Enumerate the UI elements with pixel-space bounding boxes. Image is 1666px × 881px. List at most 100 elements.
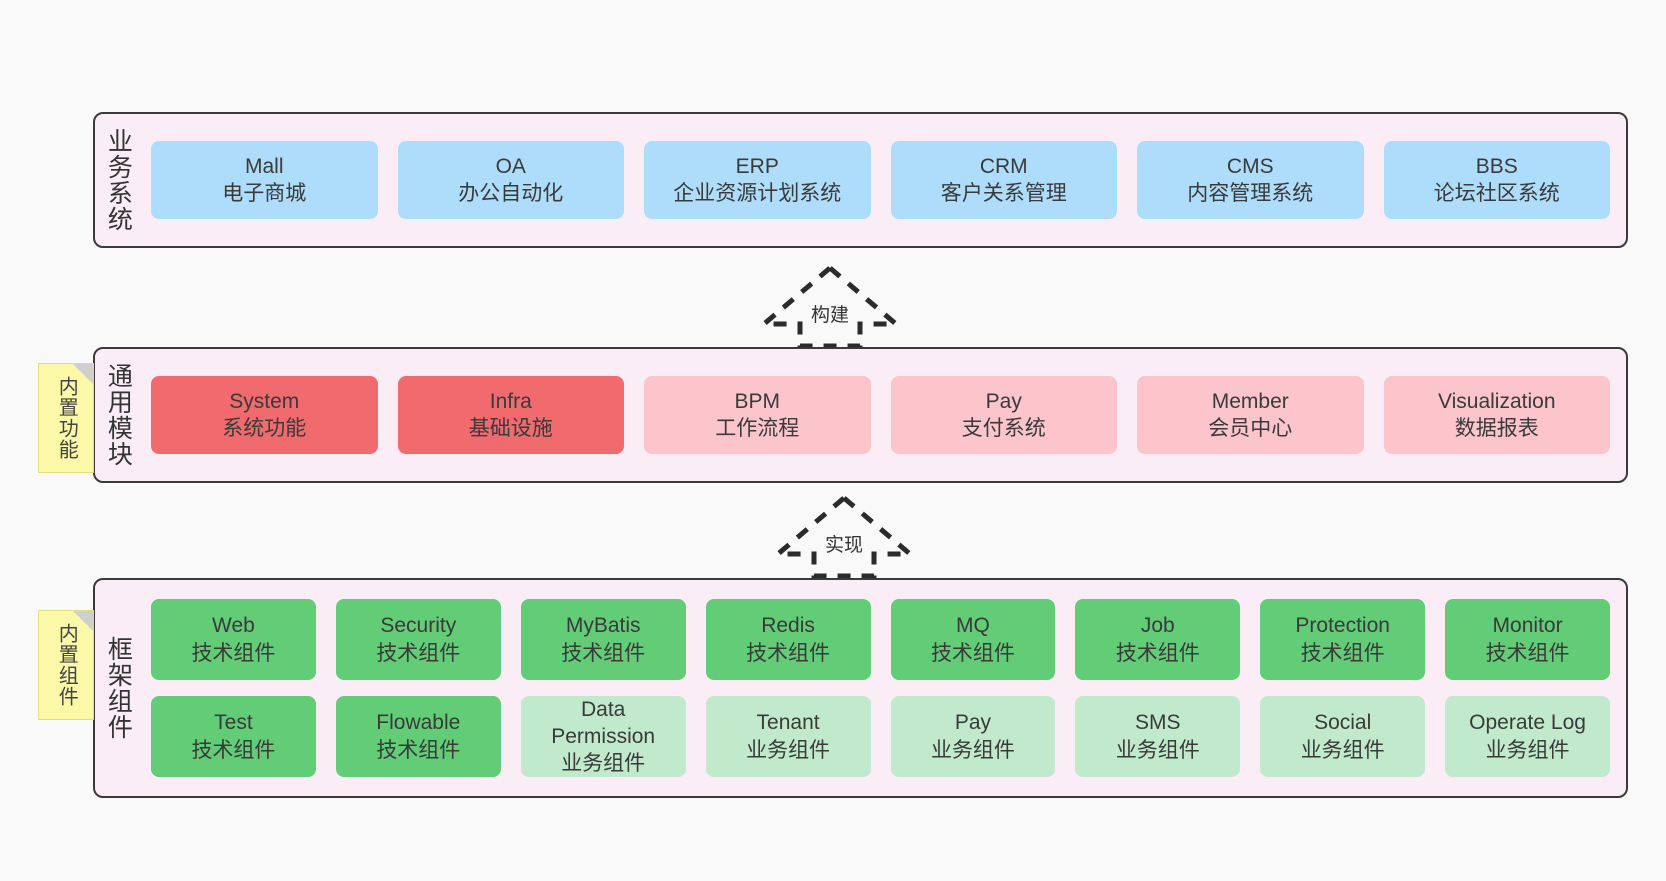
card-social[interactable]: Social 业务组件: [1260, 696, 1426, 777]
card-desc: 业务组件: [561, 752, 646, 776]
card-title: Monitor: [1492, 614, 1563, 638]
row-modules-1: System 系统功能 Infra 基础设施 BPM 工作流程 Pay 支付系统…: [151, 376, 1610, 454]
card-title: SMS: [1135, 711, 1181, 735]
card-desc: 支付系统: [961, 417, 1046, 440]
card-desc: 技术组件: [191, 641, 276, 665]
layer-title-framework: 框架组件: [104, 636, 133, 740]
layer-framework-components: 框架组件 Web 技术组件 Security 技术组件 MyBatis 技术组件…: [93, 578, 1628, 798]
card-title: Pay: [954, 711, 992, 735]
card-title: OA: [495, 154, 526, 178]
card-desc: 技术组件: [1485, 641, 1570, 665]
row-business-1: Mall 电子商城 OA 办公自动化 ERP 企业资源计划系统 CRM 客户关系…: [151, 141, 1610, 219]
card-desc: 技术组件: [376, 738, 461, 762]
folded-corner-icon: [73, 611, 93, 631]
card-protection[interactable]: Protection 技术组件: [1260, 599, 1426, 680]
card-title: System: [229, 389, 300, 413]
card-title: Mall: [244, 154, 284, 178]
card-job[interactable]: Job 技术组件: [1075, 599, 1241, 680]
card-desc: 基础设施: [468, 417, 553, 440]
card-desc: 业务组件: [1300, 738, 1385, 762]
note-label: 内置功能: [55, 376, 78, 460]
card-desc: 技术组件: [191, 738, 276, 762]
card-desc: 客户关系管理: [940, 182, 1067, 205]
card-title: MyBatis: [565, 614, 641, 638]
card-mq[interactable]: MQ 技术组件: [890, 599, 1056, 680]
card-test[interactable]: Test 技术组件: [151, 696, 316, 777]
card-desc: 电子商城: [222, 182, 307, 205]
layer-common-modules: 通用模块 System 系统功能 Infra 基础设施 BPM 工作流程 Pay…: [93, 347, 1628, 483]
card-desc: 工作流程: [715, 417, 800, 440]
card-desc: 系统功能: [222, 417, 307, 440]
card-monitor[interactable]: Monitor 技术组件: [1445, 599, 1610, 680]
card-desc: 办公自动化: [458, 182, 564, 205]
card-desc: 业务组件: [746, 738, 831, 762]
card-title: Job: [1140, 614, 1175, 638]
card-erp[interactable]: ERP 企业资源计划系统: [644, 141, 871, 219]
card-title: MQ: [956, 614, 990, 638]
card-data-permission[interactable]: Data Permission 业务组件: [520, 696, 686, 777]
card-operate-log[interactable]: Operate Log 业务组件: [1445, 696, 1610, 777]
card-title: Member: [1211, 389, 1289, 413]
card-title: BPM: [734, 389, 780, 413]
card-desc: 技术组件: [1115, 641, 1200, 665]
card-mybatis[interactable]: MyBatis 技术组件: [520, 599, 686, 680]
card-desc: 企业资源计划系统: [673, 182, 842, 205]
note-builtin-feature: 内置功能: [38, 363, 94, 473]
card-desc: 内容管理系统: [1187, 182, 1314, 205]
card-title: BBS: [1475, 154, 1518, 178]
card-redis[interactable]: Redis 技术组件: [705, 599, 871, 680]
note-label: 内置组件: [55, 623, 78, 707]
card-title: Data Permission: [551, 697, 656, 748]
card-desc: 技术组件: [746, 641, 831, 665]
card-title: Test: [214, 711, 253, 735]
card-bpm[interactable]: BPM 工作流程: [644, 376, 871, 454]
layer-business-systems: 业务系统 Mall 电子商城 OA 办公自动化 ERP 企业资源计划系统 CRM…: [93, 112, 1628, 248]
card-desc: 论坛社区系统: [1433, 182, 1560, 205]
layer-title-modules: 通用模块: [104, 363, 133, 467]
card-title: Security: [380, 614, 457, 638]
layer-body-business: Mall 电子商城 OA 办公自动化 ERP 企业资源计划系统 CRM 客户关系…: [141, 114, 1626, 246]
card-title: ERP: [735, 154, 779, 178]
folded-corner-icon: [73, 364, 93, 384]
card-security[interactable]: Security 技术组件: [335, 599, 501, 680]
note-builtin-component: 内置组件: [38, 610, 94, 720]
card-web[interactable]: Web 技术组件: [151, 599, 316, 680]
card-title: Protection: [1295, 614, 1390, 638]
card-tenant[interactable]: Tenant 业务组件: [705, 696, 871, 777]
card-bbs[interactable]: BBS 论坛社区系统: [1383, 141, 1610, 219]
card-title: Operate Log: [1469, 711, 1586, 735]
card-sms[interactable]: SMS 业务组件: [1075, 696, 1241, 777]
card-title: Pay: [985, 389, 1022, 413]
card-infra[interactable]: Infra 基础设施: [397, 376, 624, 454]
card-desc: 业务组件: [1485, 738, 1570, 762]
card-desc: 业务组件: [1115, 738, 1200, 762]
card-title: Social: [1314, 711, 1372, 735]
layer-body-framework: Web 技术组件 Security 技术组件 MyBatis 技术组件 Redi…: [141, 580, 1626, 796]
card-flowable[interactable]: Flowable 技术组件: [335, 696, 501, 777]
card-title: Web: [212, 614, 255, 638]
arrow-implement: 实现: [770, 492, 918, 580]
row-framework-2: Test 技术组件 Flowable 技术组件 Data Permission …: [151, 696, 1610, 777]
card-desc: 技术组件: [376, 641, 461, 665]
card-system[interactable]: System 系统功能: [151, 376, 378, 454]
card-visualization[interactable]: Visualization 数据报表: [1383, 376, 1610, 454]
card-mall[interactable]: Mall 电子商城: [151, 141, 378, 219]
row-framework-1: Web 技术组件 Security 技术组件 MyBatis 技术组件 Redi…: [151, 599, 1610, 680]
card-oa[interactable]: OA 办公自动化: [397, 141, 624, 219]
card-title: CRM: [979, 154, 1028, 178]
card-pay-component[interactable]: Pay 业务组件: [890, 696, 1056, 777]
card-title: CMS: [1226, 154, 1274, 178]
layer-body-modules: System 系统功能 Infra 基础设施 BPM 工作流程 Pay 支付系统…: [141, 349, 1626, 481]
card-cms[interactable]: CMS 内容管理系统: [1137, 141, 1364, 219]
card-desc: 技术组件: [1300, 641, 1385, 665]
card-title: Flowable: [376, 711, 461, 735]
card-crm[interactable]: CRM 客户关系管理: [890, 141, 1117, 219]
card-desc: 会员中心: [1208, 417, 1293, 440]
card-member[interactable]: Member 会员中心: [1137, 376, 1364, 454]
card-title: Tenant: [756, 711, 820, 735]
card-desc: 技术组件: [561, 641, 646, 665]
card-pay[interactable]: Pay 支付系统: [890, 376, 1117, 454]
layer-title-business: 业务系统: [104, 128, 133, 232]
card-title: Redis: [761, 614, 815, 638]
